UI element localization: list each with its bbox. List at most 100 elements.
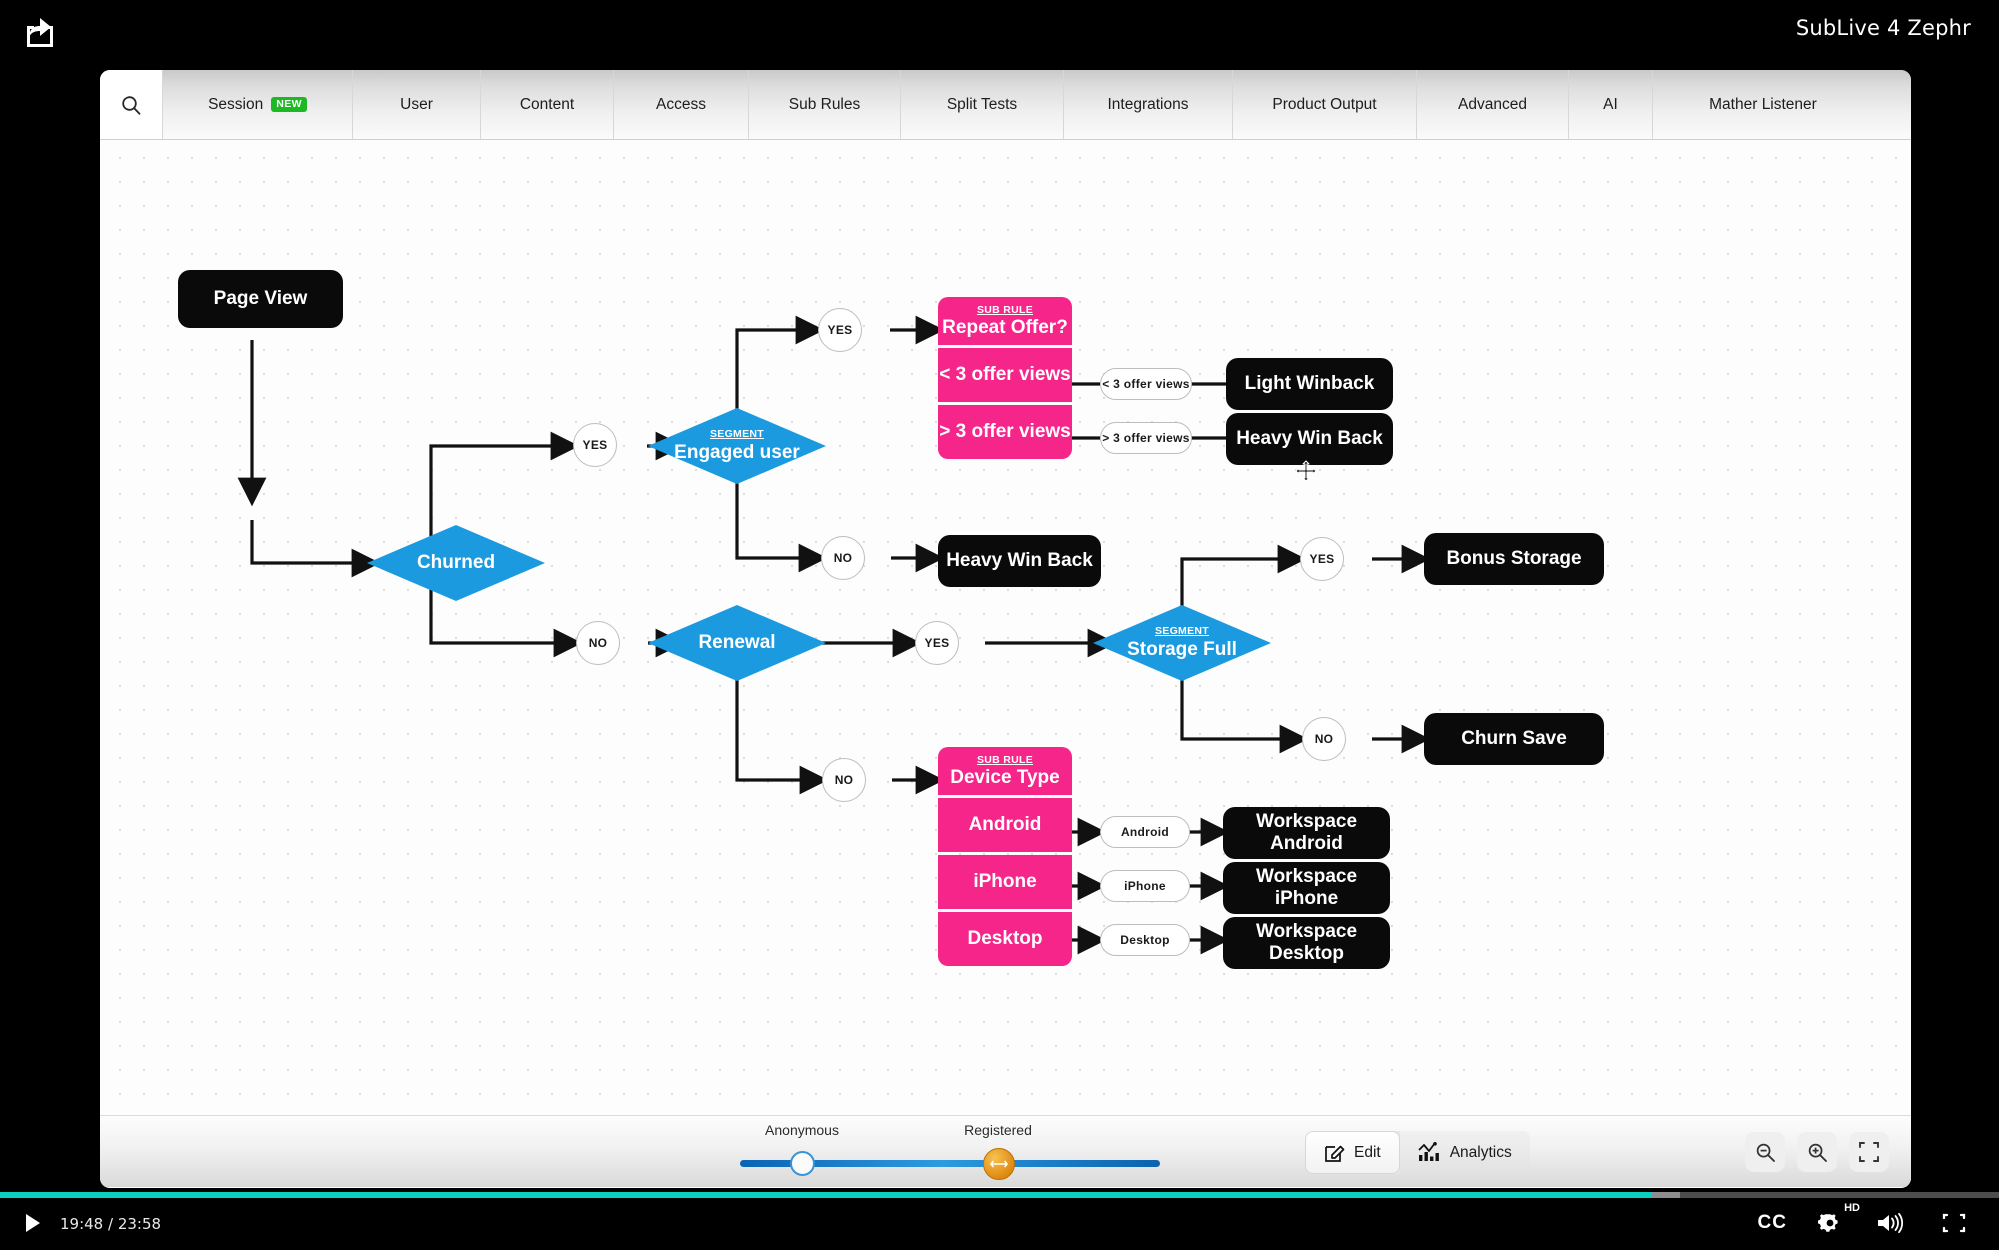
edge-chip-engaged-no[interactable]: NO bbox=[821, 536, 865, 580]
node-workspace-android[interactable]: Workspace Android bbox=[1223, 807, 1390, 859]
edge-chip-iphone[interactable]: iPhone bbox=[1100, 870, 1190, 902]
fullscreen-icon bbox=[1942, 1213, 1966, 1233]
tab-product-output[interactable]: Product Output bbox=[1232, 70, 1416, 139]
node-label: Renewal bbox=[698, 632, 776, 654]
node-churned[interactable]: Churned bbox=[367, 525, 545, 601]
node-label: Heavy Win Back bbox=[1236, 428, 1383, 449]
node-bonus-storage[interactable]: Bonus Storage bbox=[1424, 533, 1604, 585]
node-label: Workspace Desktop bbox=[1255, 921, 1358, 964]
slider-track[interactable] bbox=[740, 1160, 1160, 1167]
zoom-out-button[interactable] bbox=[1745, 1132, 1785, 1172]
tab-access[interactable]: Access bbox=[613, 70, 748, 139]
fullscreen-button[interactable] bbox=[1939, 1208, 1969, 1238]
subrule-header[interactable]: SUB RULE Repeat Offer? bbox=[938, 297, 1072, 345]
subrule-option[interactable]: > 3 offer views bbox=[938, 405, 1072, 459]
play-button[interactable] bbox=[18, 1209, 46, 1237]
tab-mather-listener[interactable]: Mather Listener bbox=[1652, 70, 1873, 139]
subrule-option[interactable]: Android bbox=[938, 798, 1072, 852]
edge-chip-churned-yes[interactable]: YES bbox=[573, 423, 617, 467]
tab-split-tests[interactable]: Split Tests bbox=[900, 70, 1063, 139]
slider-label-registered: Registered bbox=[964, 1122, 1032, 1138]
share-icon[interactable] bbox=[22, 14, 58, 50]
tab-session[interactable]: Session NEW bbox=[162, 70, 352, 139]
node-page-view[interactable]: Page View bbox=[178, 270, 343, 328]
node-title: Engaged user bbox=[674, 441, 800, 463]
slider-handle-left[interactable] bbox=[790, 1151, 815, 1176]
analytics-button[interactable]: Analytics bbox=[1399, 1131, 1530, 1174]
tab-label: Integrations bbox=[1107, 95, 1189, 113]
edge-chip-renewal-yes[interactable]: YES bbox=[915, 621, 959, 665]
tab-label: User bbox=[400, 95, 433, 113]
tab-ai[interactable]: AI bbox=[1568, 70, 1652, 139]
node-label: SEGMENT Storage Full bbox=[1127, 625, 1237, 660]
node-light-winback[interactable]: Light Winback bbox=[1226, 358, 1393, 410]
closed-captions-button[interactable]: CC bbox=[1758, 1208, 1787, 1238]
tab-advanced[interactable]: Advanced bbox=[1416, 70, 1568, 139]
slider-handle-right[interactable] bbox=[983, 1148, 1015, 1180]
zoom-in-button[interactable] bbox=[1797, 1132, 1837, 1172]
node-engaged-user[interactable]: SEGMENT Engaged user bbox=[648, 408, 826, 484]
option-label: Android bbox=[968, 814, 1042, 835]
settings-button[interactable]: HD bbox=[1813, 1202, 1860, 1238]
flow-canvas[interactable]: Page View Churned YES NO SEGMENT Engaged… bbox=[100, 140, 1911, 1115]
flow-connectors bbox=[237, 315, 1431, 955]
player-control-bar: 19:48 / 23:58 CC HD bbox=[0, 1198, 1999, 1250]
chip-label: YES bbox=[924, 636, 950, 650]
node-churn-save[interactable]: Churn Save bbox=[1424, 713, 1604, 765]
chip-label: < 3 offer views bbox=[1102, 377, 1190, 391]
node-heavy-win-back[interactable]: Heavy Win Back bbox=[1226, 413, 1393, 465]
edge-chip-engaged-yes[interactable]: YES bbox=[818, 308, 862, 352]
subrule-option[interactable]: < 3 offer views bbox=[938, 348, 1072, 402]
edge-chip-gt3-offer-views[interactable]: > 3 offer views bbox=[1100, 422, 1192, 454]
slider-label-anonymous: Anonymous bbox=[765, 1122, 839, 1138]
gear-icon bbox=[1818, 1214, 1838, 1232]
tab-sub-rules[interactable]: Sub Rules bbox=[748, 70, 900, 139]
action-stack-winback[interactable]: Light Winback Heavy Win Back bbox=[1226, 358, 1393, 465]
edit-pencil-icon bbox=[1325, 1145, 1345, 1162]
tab-content[interactable]: Content bbox=[480, 70, 613, 139]
volume-icon bbox=[1878, 1212, 1903, 1234]
tab-user[interactable]: User bbox=[352, 70, 480, 139]
edit-button[interactable]: Edit bbox=[1305, 1131, 1400, 1174]
tab-label: Session bbox=[208, 95, 264, 113]
edit-label: Edit bbox=[1354, 1143, 1381, 1161]
tab-label: AI bbox=[1603, 95, 1618, 113]
node-workspace-desktop[interactable]: Workspace Desktop bbox=[1223, 917, 1390, 969]
edge-chip-android[interactable]: Android bbox=[1100, 816, 1190, 848]
option-label: > 3 offer views bbox=[939, 421, 1071, 442]
node-workspace-iphone[interactable]: Workspace iPhone bbox=[1223, 862, 1390, 914]
node-heavy-win-back-mid[interactable]: Heavy Win Back bbox=[938, 535, 1101, 587]
edge-chip-renewal-no[interactable]: NO bbox=[822, 758, 866, 802]
subrule-title: Device Type bbox=[950, 766, 1060, 788]
subrule-device-type[interactable]: SUB RULE Device Type Android iPhone Desk… bbox=[938, 747, 1072, 966]
action-stack-workspace[interactable]: Workspace Android Workspace iPhone Works… bbox=[1223, 807, 1390, 969]
chip-label: Desktop bbox=[1120, 933, 1170, 947]
node-storage-full[interactable]: SEGMENT Storage Full bbox=[1093, 605, 1271, 681]
time-display: 19:48 / 23:58 bbox=[60, 1215, 162, 1233]
tab-label: Mather Listener bbox=[1709, 95, 1817, 113]
option-label: Desktop bbox=[967, 928, 1043, 949]
subrule-repeat-offer[interactable]: SUB RULE Repeat Offer? < 3 offer views >… bbox=[938, 297, 1072, 459]
mode-switch-group: Edit Analytics bbox=[1305, 1131, 1530, 1174]
video-progress-bar[interactable] bbox=[0, 1192, 1999, 1198]
edge-chip-desktop[interactable]: Desktop bbox=[1100, 924, 1190, 956]
subrule-header[interactable]: SUB RULE Device Type bbox=[938, 747, 1072, 795]
audience-range-slider[interactable]: Anonymous Registered bbox=[740, 1122, 1160, 1182]
fit-screen-button[interactable] bbox=[1849, 1132, 1889, 1172]
edge-chip-storage-no[interactable]: NO bbox=[1302, 717, 1346, 761]
node-label: Page View bbox=[213, 288, 308, 310]
tab-integrations[interactable]: Integrations bbox=[1063, 70, 1232, 139]
subrule-title: Repeat Offer? bbox=[942, 316, 1068, 338]
edge-chip-churned-no[interactable]: NO bbox=[576, 621, 620, 665]
node-renewal[interactable]: Renewal bbox=[648, 605, 826, 681]
edge-chip-lt3-offer-views[interactable]: < 3 offer views bbox=[1100, 368, 1192, 400]
tab-label: Sub Rules bbox=[788, 95, 861, 113]
edge-chip-storage-yes[interactable]: YES bbox=[1300, 537, 1344, 581]
cc-label: CC bbox=[1757, 1212, 1787, 1233]
subrule-option[interactable]: Desktop bbox=[938, 912, 1072, 966]
zoom-controls bbox=[1745, 1132, 1889, 1172]
node-label: Workspace iPhone bbox=[1255, 866, 1358, 909]
volume-button[interactable] bbox=[1875, 1208, 1907, 1238]
search-button[interactable] bbox=[100, 70, 162, 139]
subrule-option[interactable]: iPhone bbox=[938, 855, 1072, 909]
